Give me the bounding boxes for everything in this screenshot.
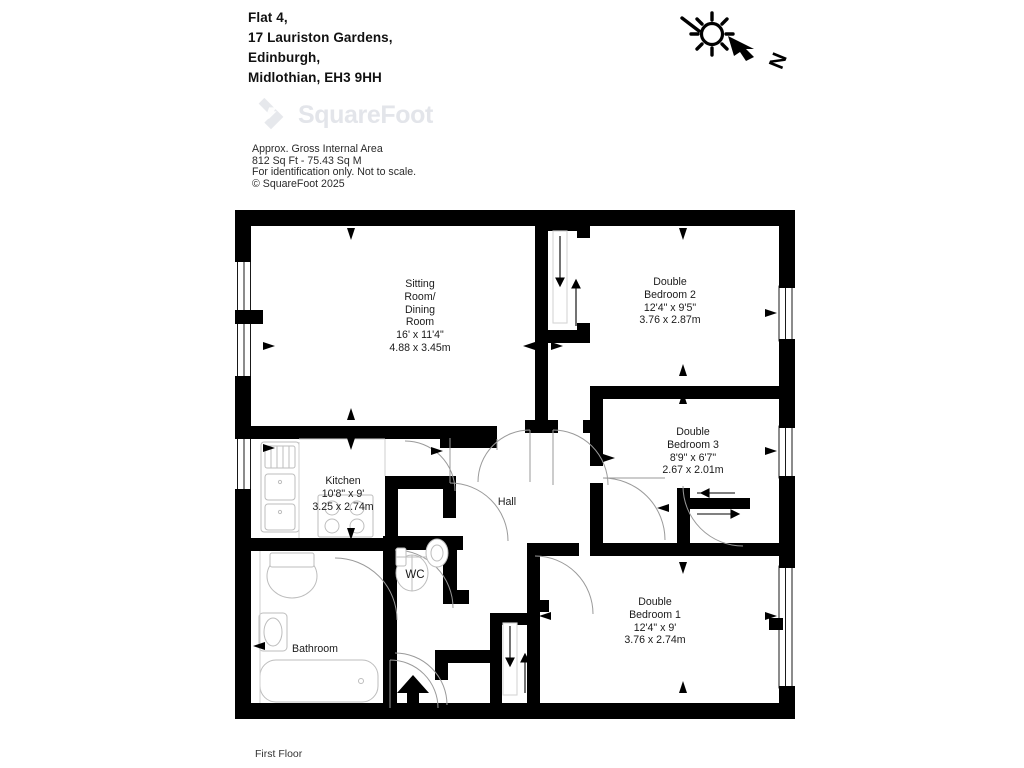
wc-fixtures xyxy=(395,538,449,592)
dimension-arrow-icon xyxy=(679,228,687,240)
bathroom-basin-icon xyxy=(258,612,288,652)
dimension-arrow-icon xyxy=(347,408,355,420)
floor-plan: Sitting Room/ Dining Room 16' x 11'4" 4.… xyxy=(235,198,795,733)
cupboard-sliding-door-icon-bed3 xyxy=(697,488,741,519)
dimension-arrow-icon xyxy=(679,364,687,376)
dimension-arrow-icon xyxy=(431,447,443,455)
cupboard-sliding-door-icons xyxy=(502,230,741,696)
area-note-line-1: Approx. Gross Internal Area xyxy=(252,143,383,155)
logo-wordmark: SquareFoot xyxy=(298,100,433,129)
dimension-arrow-icon xyxy=(765,612,777,620)
north-arrow-icon xyxy=(728,36,754,61)
diamond-s-logo-icon xyxy=(258,97,284,130)
area-note-line-3: For identification only. Not to scale. xyxy=(252,166,417,179)
dimension-arrow-icon xyxy=(679,681,687,693)
dimension-arrow-icon xyxy=(679,521,687,533)
dimension-arrow-icon xyxy=(523,342,535,350)
property-address: Flat 4, 17 Lauriston Gardens, Edinburgh,… xyxy=(248,8,578,88)
kitchen-fixtures xyxy=(260,438,386,538)
dimension-arrow-icon xyxy=(603,454,615,462)
address-line-3: Edinburgh, xyxy=(248,50,321,65)
kitchen-sink-icon xyxy=(260,441,300,533)
floor-label: First Floor xyxy=(255,748,303,760)
sun-icon xyxy=(680,11,735,57)
compass-north-label: N xyxy=(764,49,791,72)
dimension-arrow-icon xyxy=(551,342,563,350)
bathroom-bath-icon xyxy=(259,659,379,703)
address-line-4: Midlothian, EH3 9HH xyxy=(248,70,382,85)
dimension-arrow-icons xyxy=(253,228,777,693)
squarefoot-logo: SquareFoot xyxy=(252,96,433,134)
floor-plan-drawing xyxy=(235,198,795,733)
dimension-arrow-icon xyxy=(347,438,355,450)
dimension-arrow-icon xyxy=(347,228,355,240)
wc-toilet-icon xyxy=(395,547,429,592)
dimension-arrow-icon xyxy=(347,528,355,540)
dimension-arrow-icon xyxy=(679,392,687,404)
address-line-2: 17 Lauriston Gardens, xyxy=(248,30,393,45)
dimension-arrow-icon xyxy=(765,447,777,455)
dimension-arrow-icon xyxy=(253,642,265,650)
bathroom-toilet-icon xyxy=(266,552,318,599)
dimension-arrow-icon xyxy=(539,612,551,620)
compass-rose: N xyxy=(680,11,791,72)
kitchen-hob-icon xyxy=(317,494,374,538)
cupboard-sliding-door-icon-bed1 xyxy=(502,622,530,696)
area-note-line-4: © SquareFoot 2025 xyxy=(252,177,345,190)
dimension-arrow-icon xyxy=(765,309,777,317)
dimension-arrow-icon xyxy=(679,562,687,574)
area-note-line-2: 812 Sq Ft - 75.43 Sq M xyxy=(252,154,362,167)
address-line-1: Flat 4, xyxy=(248,10,288,25)
wc-basin-icon xyxy=(425,538,449,568)
walls xyxy=(235,210,795,719)
entrance-arrow-icon xyxy=(397,675,429,713)
area-notes: Approx. Gross Internal Area 812 Sq Ft - … xyxy=(252,143,582,190)
dimension-arrow-icon xyxy=(263,444,275,452)
cupboard-sliding-door-icon-top xyxy=(552,230,581,326)
bathroom-fixtures xyxy=(258,551,379,703)
dimension-arrow-icon xyxy=(657,504,669,512)
dimension-arrow-icon xyxy=(263,342,275,350)
